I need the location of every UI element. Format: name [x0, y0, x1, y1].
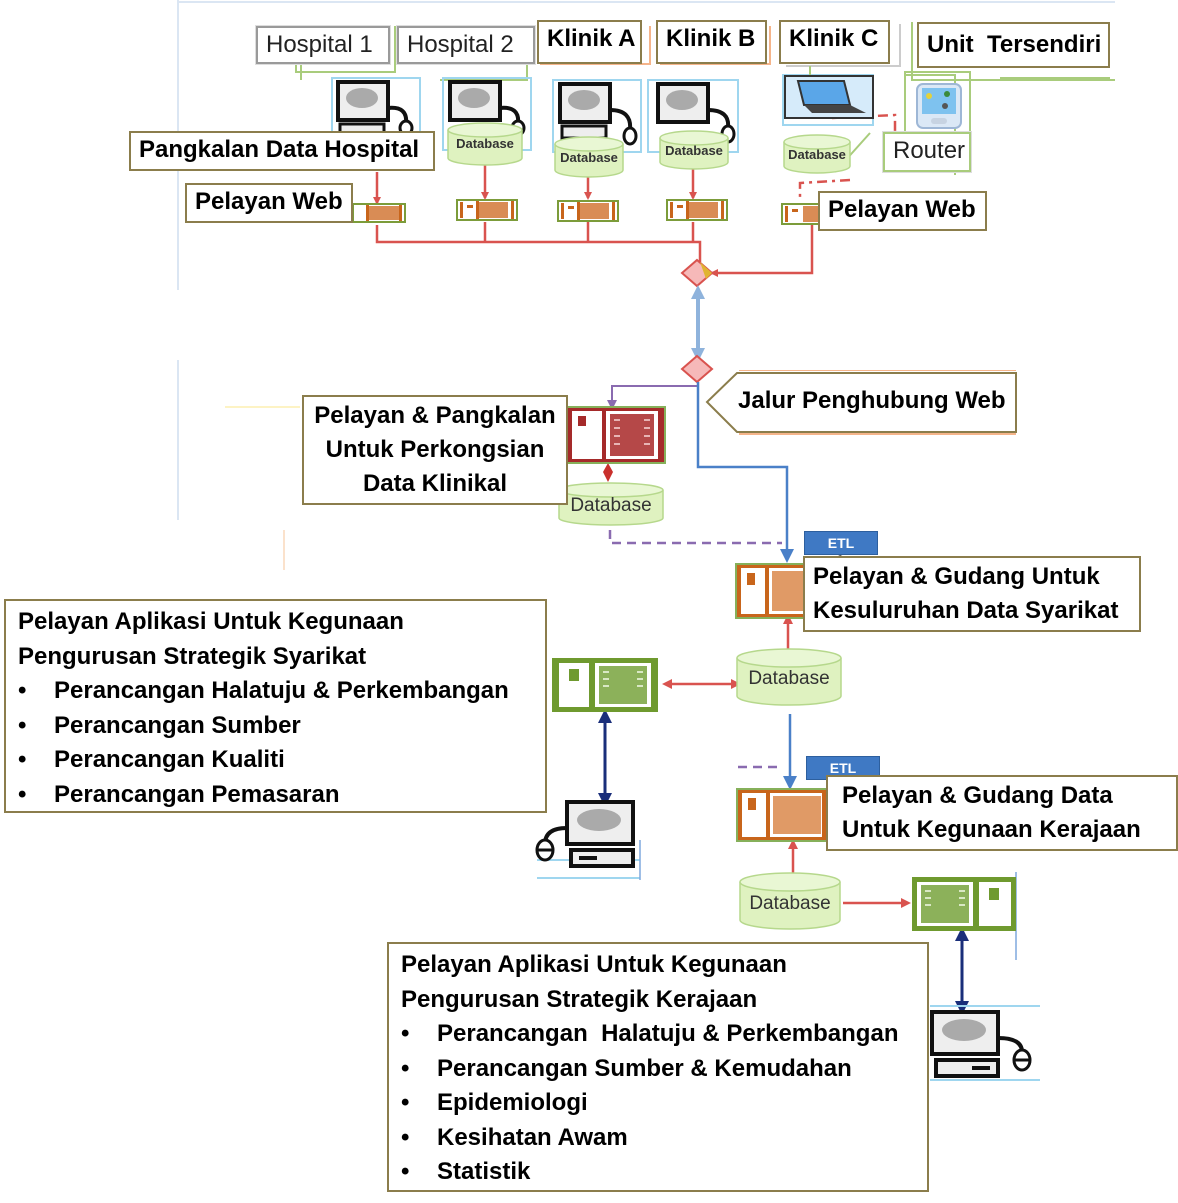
database-label: Database	[560, 150, 618, 165]
list-item: Statistik	[401, 1155, 915, 1190]
clinical-sharing-line-2: Untuk Perkongsian	[325, 436, 545, 463]
list-item: Epidemiologi	[401, 1086, 915, 1121]
site-label-hospital-2: Hospital 2	[397, 26, 535, 64]
database-label: Database	[748, 668, 830, 689]
list-item: Kesihatan Awam	[401, 1121, 915, 1156]
list-item: Perancangan Pemasaran	[18, 778, 533, 813]
label-jalur-penghubung-web: Jalur Penghubung Web	[738, 387, 1006, 414]
label-pangkalan-data-hospital: Pangkalan Data Hospital	[129, 131, 435, 171]
laptop-icon	[784, 75, 874, 119]
label-router: Router	[883, 132, 971, 172]
workstation-icon	[930, 1010, 1032, 1078]
list-item: Perancangan Halatuju & Perkembangan	[18, 674, 533, 709]
label-company-warehouse: Pelayan & Gudang Untuk Kesuluruhan Data …	[803, 556, 1141, 632]
workstation-icon	[448, 80, 526, 136]
government-app-server-icon	[912, 877, 1016, 931]
web-server-icon	[666, 199, 728, 221]
site-label-unit-tersendiri: Unit Tersendiri	[917, 22, 1110, 68]
label-government-warehouse: Pelayan & Gudang Data Untuk Kegunaan Ker…	[826, 775, 1178, 851]
web-server-icon	[352, 203, 406, 223]
database-icon: Database	[446, 122, 524, 166]
site-label-hospital-1: Hospital 1	[256, 26, 390, 64]
database-icon: Database	[735, 648, 843, 706]
database-label: Database	[788, 147, 846, 162]
company-warehouse-line-2: Kesuluruhan Data Syarikat	[813, 597, 1119, 624]
clinical-sharing-line-3: Data Klinikal	[362, 470, 508, 497]
list-item: Perancangan Kualiti	[18, 743, 533, 778]
list-item: Perancangan Sumber	[18, 709, 533, 744]
database-icon: Database	[658, 130, 730, 170]
web-server-icon	[781, 203, 821, 225]
web-hub-top	[680, 258, 714, 288]
label-pelayan-web-right: Pelayan Web	[818, 191, 987, 231]
label-clinical-sharing-server: Pelayan & Pangkalan Untuk Perkongsian Da…	[302, 395, 568, 505]
database-icon: Database	[738, 872, 842, 930]
web-server-icon	[557, 200, 619, 222]
government-app-server-box: Pelayan Aplikasi Untuk Kegunaan Pengurus…	[387, 942, 929, 1192]
government-app-title-1: Pelayan Aplikasi Untuk Kegunaan	[401, 951, 787, 978]
database-label: Database	[456, 136, 514, 151]
router-icon	[916, 83, 962, 129]
government-app-function-list: Perancangan Halatuju & Perkembangan Pera…	[401, 1017, 915, 1190]
company-app-server-icon	[552, 658, 658, 712]
government-warehouse-line-1: Pelayan & Gudang Data	[842, 782, 1113, 809]
etl-badge: ETL	[804, 531, 878, 555]
database-icon: Database	[782, 134, 852, 174]
site-label-klinik-a: Klinik A	[537, 20, 642, 64]
company-warehouse-server-icon	[735, 563, 813, 619]
company-app-server-box: Pelayan Aplikasi Untuk Kegunaan Pengurus…	[4, 599, 547, 813]
web-server-links	[373, 163, 814, 277]
database-label: Database	[665, 143, 723, 158]
web-gateway-callout	[705, 370, 1017, 435]
site-label-klinik-c: Klinik C	[779, 20, 890, 64]
company-app-title-1: Pelayan Aplikasi Untuk Kegunaan	[18, 608, 404, 635]
government-warehouse-line-2: Untuk Kegunaan Kerajaan	[842, 816, 1141, 843]
government-warehouse-server-icon	[736, 788, 828, 842]
web-server-icon	[456, 199, 518, 221]
company-app-title-2: Pengurusan Strategik Syarikat	[18, 642, 367, 670]
database-icon: Database	[557, 482, 665, 526]
workstation-icon	[535, 800, 635, 868]
clinical-server-icon	[566, 406, 666, 464]
list-item: Perancangan Sumber & Kemudahan	[401, 1052, 915, 1087]
database-label: Database	[749, 893, 831, 914]
clinical-sharing-line-1: Pelayan & Pangkalan	[314, 402, 556, 429]
government-app-title-2: Pengurusan Strategik Kerajaan	[401, 985, 758, 1013]
company-warehouse-line-1: Pelayan & Gudang Untuk	[813, 563, 1100, 590]
company-app-function-list: Perancangan Halatuju & Perkembangan Pera…	[18, 674, 533, 812]
workstation-icon	[336, 80, 414, 136]
workstation-icon	[558, 82, 638, 146]
label-pelayan-web-left: Pelayan Web	[185, 183, 353, 223]
database-label: Database	[570, 495, 652, 516]
site-label-klinik-b: Klinik B	[656, 20, 767, 64]
database-icon: Database	[553, 136, 625, 178]
workstation-icon	[656, 82, 736, 144]
list-item: Perancangan Halatuju & Perkembangan	[401, 1017, 915, 1052]
